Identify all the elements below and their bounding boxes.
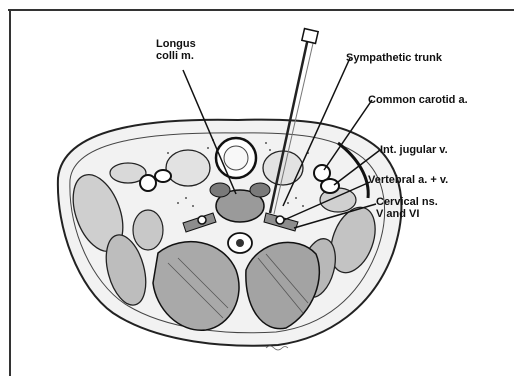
label-longus-colli: Longus colli m. — [156, 38, 196, 62]
thyroid-left — [166, 150, 210, 186]
left-jugular-vein — [155, 170, 171, 182]
label-common-carotid: Common carotid a. — [368, 94, 468, 106]
artist-signature — [266, 346, 288, 350]
left-carotid-artery — [140, 175, 156, 191]
longus-colli-left — [210, 183, 230, 197]
label-int-jugular: Int. jugular v. — [380, 144, 448, 156]
left-muscle-4 — [133, 210, 163, 250]
label-cervical-nerves: Cervical ns. V and VI — [376, 196, 438, 220]
vertebral-artery — [276, 216, 284, 224]
label-sympathetic-trunk: Sympathetic trunk — [346, 52, 442, 64]
internal-jugular-vein — [321, 179, 339, 193]
needle-hub — [302, 29, 318, 44]
spinal-cord — [236, 239, 244, 247]
label-vertebral: Vertebral a. + v. — [368, 174, 448, 186]
anatomy-figure: Longus colli m. Sympathetic trunk Common… — [8, 8, 514, 376]
longus-colli-right — [250, 183, 270, 197]
